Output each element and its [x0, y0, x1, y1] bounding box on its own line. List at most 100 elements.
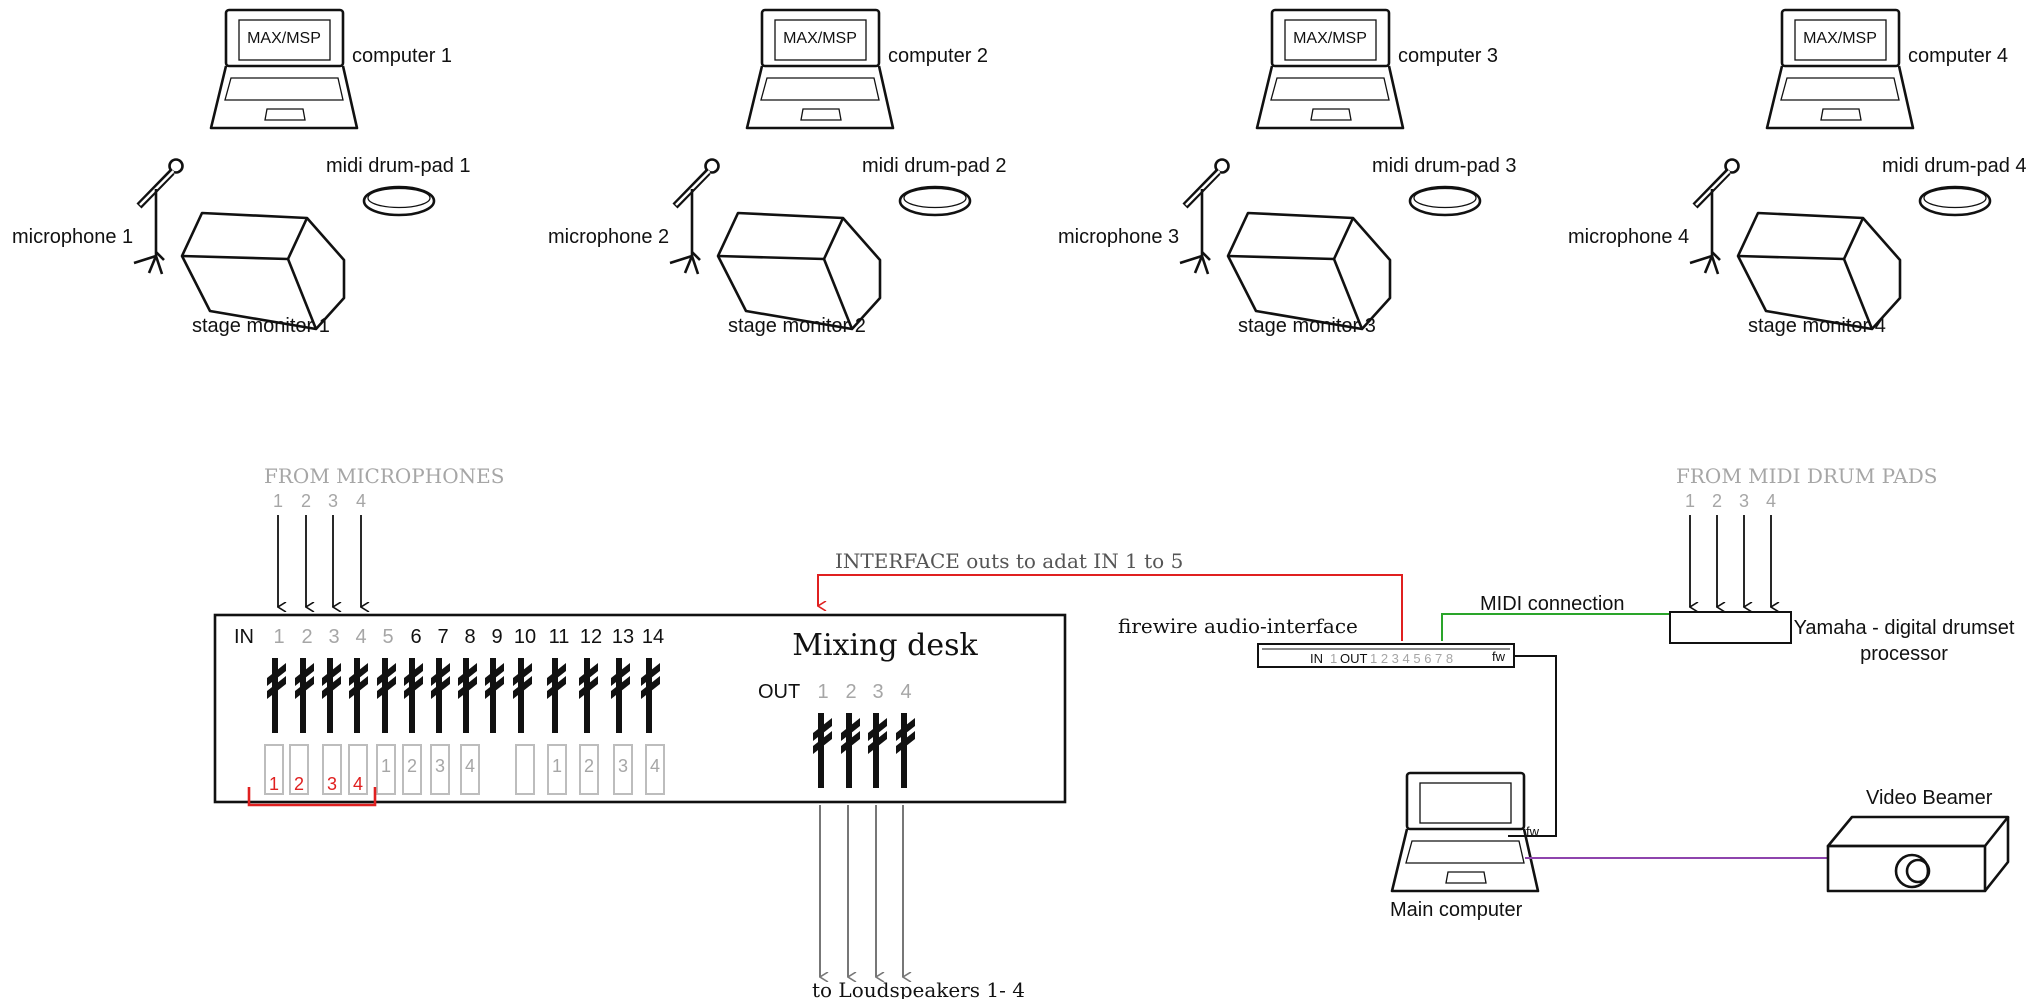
group-box — [430, 744, 450, 795]
interface-route-line — [817, 574, 1403, 641]
computer-label: computer 2 — [888, 45, 988, 67]
fader — [458, 658, 477, 733]
out-label: OUT — [758, 681, 800, 703]
fader — [579, 658, 598, 733]
group-box-number: 1 — [381, 756, 391, 776]
in-label: IN — [234, 626, 254, 648]
microphone-label: microphone 1 — [12, 226, 133, 248]
stage-monitor-icon — [716, 211, 882, 331]
group-box-number: 2 — [584, 756, 594, 776]
in-channel-number: 4 — [355, 626, 366, 648]
group-box — [376, 744, 396, 795]
interface-in-number: 1 — [1330, 651, 1337, 666]
beamer-lens-outer — [1894, 853, 1930, 889]
fader — [267, 658, 286, 733]
group-boxes: 1 2 3 4 1 2 3 4 1 2 3 4 — [264, 744, 665, 795]
out-channel-numbers: 1 2 3 4 — [817, 681, 911, 703]
interface-out-label: OUT — [1340, 651, 1368, 666]
in-channel-number: 1 — [273, 626, 284, 648]
group-box — [460, 744, 480, 795]
drum-processor-box — [1669, 611, 1792, 644]
drum-processor-label-line1: Yamaha - digital drumset — [1794, 617, 2015, 639]
laptop-icon — [1765, 8, 1915, 130]
fader — [841, 713, 860, 788]
in-faders — [267, 658, 660, 733]
interface-fw-label: fw — [1492, 649, 1506, 664]
main-computer-label: Main computer — [1390, 899, 1523, 921]
group-box — [645, 744, 665, 795]
loudspeaker-outputs: to Loudspeakers 1- 4 — [812, 805, 1025, 999]
beamer-front — [1826, 844, 1987, 893]
in-channel-number: 14 — [642, 626, 664, 648]
computer-label: computer 4 — [1908, 45, 2008, 67]
from-microphones: FROM MICROPHONES 1 2 3 4 — [264, 464, 504, 607]
from-drum-pads: FROM MIDI DRUM PADS 1 2 3 4 — [1676, 464, 1937, 607]
main-computer: fw Main computer — [1390, 771, 1540, 921]
fader — [404, 658, 423, 733]
audio-interface-label: firewire audio-interface — [1118, 614, 1358, 638]
computer-label: computer 3 — [1398, 45, 1498, 67]
drum-pad-label: midi drum-pad 4 — [1882, 155, 2027, 177]
in-channel-number: 3 — [328, 626, 339, 648]
mixing-desk-title: Mixing desk — [792, 628, 978, 663]
station-2: MAX/MSP computer 2 midi drum-pad 2 micro… — [548, 8, 1007, 337]
group-box — [264, 744, 284, 795]
stage-monitor-label: stage monitor 4 — [1748, 315, 1886, 337]
in-channel-numbers: 1 2 3 4 5 6 7 8 9 10 11 12 13 14 — [273, 626, 664, 648]
computer-screen-label: MAX/MSP — [1293, 30, 1367, 47]
beamer-lens-icon — [1905, 858, 1931, 884]
in-channel-number: 8 — [464, 626, 475, 648]
fader — [485, 658, 504, 733]
laptop-icon — [1255, 8, 1405, 130]
from-drum-pads-title: FROM MIDI DRUM PADS — [1676, 464, 1937, 488]
microphone-label: microphone 2 — [548, 226, 669, 248]
stage-monitor-label: stage monitor 3 — [1238, 315, 1376, 337]
video-beamer: Video Beamer — [1826, 787, 2010, 893]
drum-input-number: 1 — [1685, 491, 1695, 511]
station-3: MAX/MSP computer 3 midi drum-pad 3 micro… — [1058, 8, 1517, 337]
in-channel-number: 7 — [437, 626, 448, 648]
main-computer-fw-label: fw — [1526, 824, 1540, 839]
microphone-icon — [670, 160, 719, 275]
in-channel-number: 9 — [491, 626, 502, 648]
group-box — [547, 744, 567, 795]
fader — [641, 658, 660, 733]
computer-screen-label: MAX/MSP — [1803, 30, 1877, 47]
stage-monitor-icon — [1226, 211, 1392, 331]
group-box — [322, 744, 342, 795]
interface-route: INTERFACE outs to adat IN 1 to 5 — [817, 549, 1403, 641]
group-box-number: 2 — [294, 774, 304, 794]
fader — [377, 658, 396, 733]
drum-pad-label: midi drum-pad 2 — [862, 155, 1007, 177]
stage-monitor-label: stage monitor 2 — [728, 315, 866, 337]
drum-pad-icon — [362, 185, 436, 217]
computer-screen-label: MAX/MSP — [783, 30, 857, 47]
drum-input-number: 4 — [1766, 491, 1776, 511]
group-box — [289, 744, 309, 795]
laptop-icon — [1390, 771, 1540, 893]
interface-out-numbers: 1 2 3 4 5 6 7 8 — [1370, 651, 1453, 666]
computer-label: computer 1 — [352, 45, 452, 67]
from-microphones-title: FROM MICROPHONES — [264, 464, 504, 488]
midi-connection-label: MIDI connection — [1480, 593, 1625, 615]
mic-input-number: 1 — [273, 491, 283, 511]
microphone-icon — [1180, 160, 1229, 275]
station-4: MAX/MSP computer 4 midi drum-pad 4 micro… — [1568, 8, 2027, 337]
fader — [431, 658, 450, 733]
mixing-desk-frame — [213, 613, 1067, 804]
group-box — [613, 744, 633, 795]
drum-input-number: 3 — [1739, 491, 1749, 511]
fader — [896, 713, 915, 788]
drum-pad-label: midi drum-pad 1 — [326, 155, 471, 177]
drum-pad-icon — [1408, 185, 1482, 217]
fader — [322, 658, 341, 733]
out-channel-number: 3 — [872, 681, 883, 703]
fader — [349, 658, 368, 733]
fader — [611, 658, 630, 733]
in-channel-number: 10 — [514, 626, 536, 648]
group-box — [402, 744, 422, 795]
beamer-top — [1826, 815, 2010, 848]
fader — [295, 658, 314, 733]
laptop-icon — [209, 8, 359, 130]
